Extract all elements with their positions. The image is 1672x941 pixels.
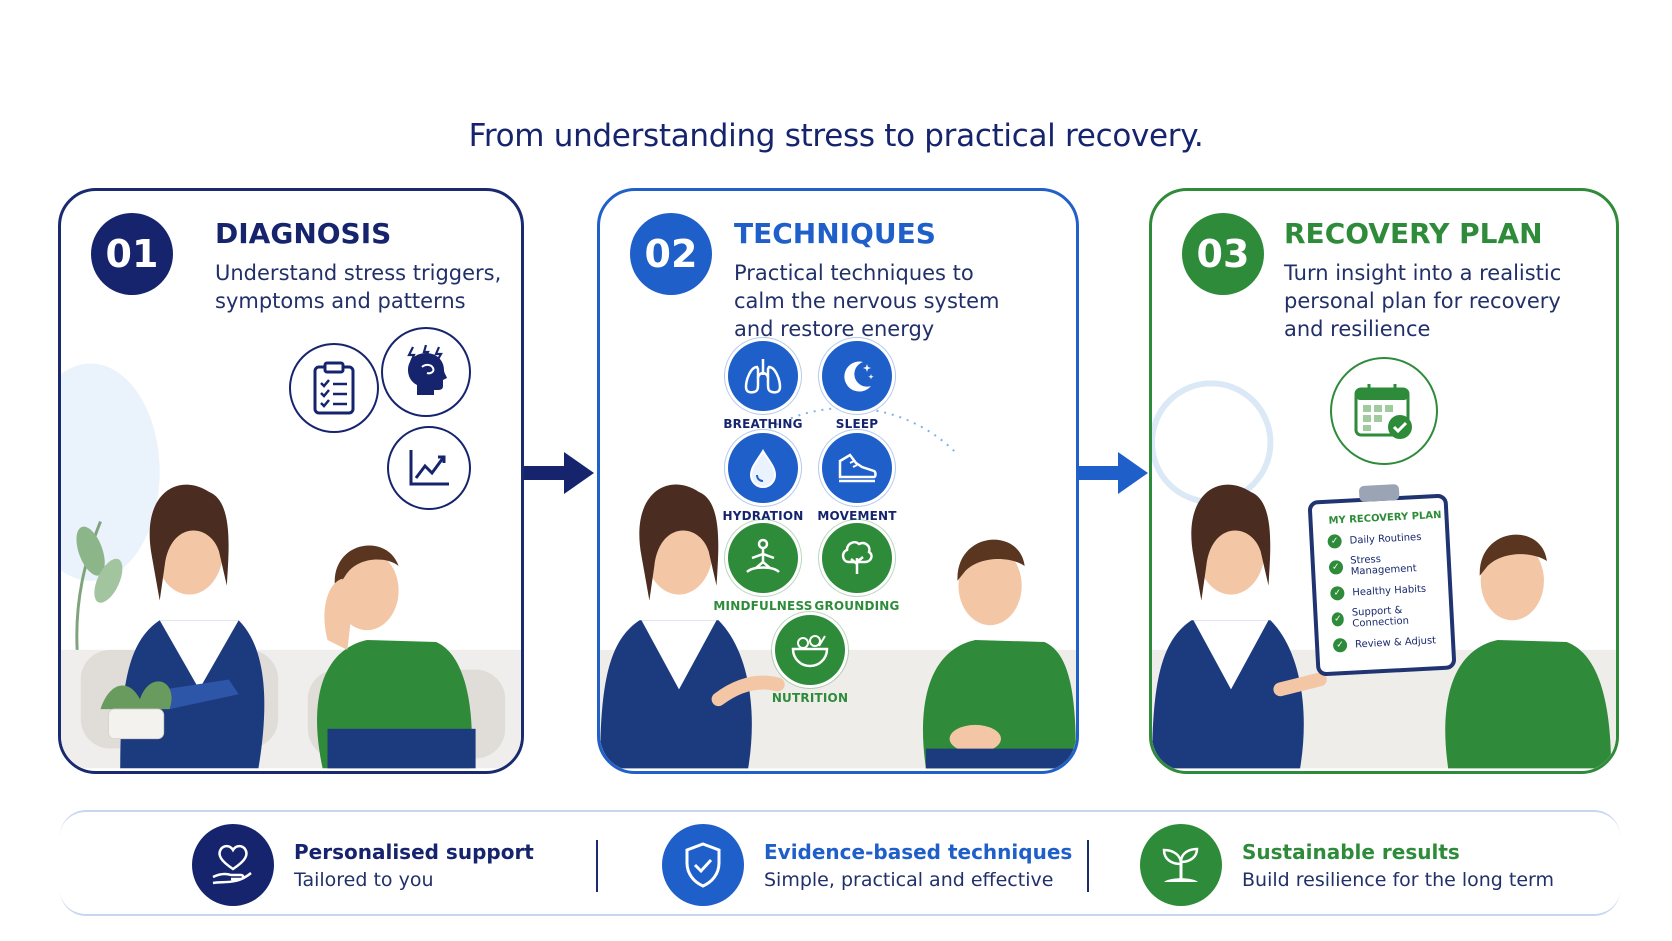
shoe-icon	[822, 433, 892, 503]
technique-movement: MOVEMENT	[802, 433, 912, 523]
technique-label: MOVEMENT	[817, 509, 897, 523]
step-card-diagnosis: 01 DIAGNOSIS Understand stress triggers,…	[58, 188, 524, 774]
sprout-icon	[1140, 824, 1222, 906]
step-description: Turn insight into a realistic personal p…	[1284, 261, 1562, 341]
feature-personalised-support: Personalised support Tailored to you	[192, 824, 534, 906]
technique-label: SLEEP	[835, 417, 879, 431]
plan-item: ✓ Support & Connection	[1331, 603, 1450, 631]
technique-nutrition: NUTRITION	[755, 615, 865, 705]
check-icon: ✓	[1331, 612, 1345, 627]
technique-label: NUTRITION	[771, 691, 849, 705]
headline: From understanding stress to practical r…	[468, 118, 1204, 154]
plan-item-label: Healthy Habits	[1352, 583, 1427, 599]
tree-icon	[822, 523, 892, 593]
water-drop-icon	[728, 433, 798, 503]
step-card-recovery-plan: 03 RECOVERY PLAN Turn insight into a rea…	[1149, 188, 1619, 774]
plan-item: ✓ Review & Adjust	[1332, 632, 1452, 653]
plan-item-label: Daily Routines	[1349, 531, 1422, 547]
arrow-right-icon	[524, 452, 594, 494]
recovery-plan-scene	[1152, 380, 1616, 769]
feature-subtitle: Build resilience for the long term	[1242, 868, 1555, 891]
step-title: TECHNIQUES	[734, 217, 936, 250]
plan-item-label: Stress Management	[1349, 554, 1417, 578]
feature-title: Evidence-based techniques	[764, 839, 1073, 864]
step-description: Understand stress triggers, symptoms and…	[215, 261, 502, 313]
plan-item-label: Support & Connection	[1351, 604, 1410, 630]
technique-grounding: GROUNDING	[802, 523, 912, 613]
feature-subtitle: Simple, practical and effective	[764, 868, 1054, 891]
step-title: DIAGNOSIS	[215, 217, 392, 250]
feature-evidence-based: Evidence-based techniques Simple, practi…	[662, 824, 1072, 906]
check-icon: ✓	[1332, 637, 1348, 653]
step-number-badge: 01	[91, 213, 173, 295]
divider	[1087, 840, 1089, 892]
meditation-icon	[728, 523, 798, 593]
feature-title: Sustainable results	[1242, 839, 1460, 864]
head-stress-icon	[381, 327, 471, 417]
step-title: RECOVERY PLAN	[1284, 217, 1543, 250]
feature-subtitle: Tailored to you	[294, 868, 434, 891]
technique-label: MINDFULNESS	[713, 599, 813, 613]
technique-breathing: BREATHING	[708, 341, 818, 431]
divider	[596, 840, 598, 892]
step-card-techniques: 02 TECHNIQUES Practical techniques to ca…	[597, 188, 1079, 774]
salad-bowl-icon	[775, 615, 845, 685]
feature-sustainable-results: Sustainable results Build resilience for…	[1140, 824, 1554, 906]
plan-item-list: ✓Daily Routines✓Stress Management✓Health…	[1313, 529, 1451, 654]
step-number-badge: 03	[1182, 213, 1264, 295]
calendar-check-icon	[1330, 357, 1438, 465]
technique-hydration: HYDRATION	[708, 433, 818, 523]
feature-title: Personalised support	[294, 839, 534, 864]
heart-hand-icon	[192, 824, 274, 906]
plan-title: MY RECOVERY PLAN	[1328, 509, 1442, 527]
arrow-right-icon	[1078, 452, 1148, 494]
check-icon: ✓	[1330, 585, 1345, 601]
trend-chart-icon	[387, 426, 471, 510]
plan-item: ✓ Healthy Habits	[1330, 581, 1449, 601]
technique-label: BREATHING	[723, 417, 803, 431]
check-icon: ✓	[1327, 534, 1343, 549]
moon-icon	[822, 341, 892, 411]
shield-check-icon	[662, 824, 744, 906]
plan-item: ✓ Stress Management	[1328, 551, 1447, 579]
technique-sleep: SLEEP	[802, 341, 912, 431]
check-icon: ✓	[1328, 560, 1343, 575]
consultation-scene	[61, 363, 521, 769]
recovery-plan-clipboard: MY RECOVERY PLAN ✓Daily Routines✓Stress …	[1307, 483, 1457, 677]
technique-label: HYDRATION	[722, 509, 804, 523]
step-description: Practical techniques to calm the nervous…	[734, 261, 1000, 341]
features-strip: Personalised support Tailored to you Evi…	[60, 810, 1620, 916]
clipboard-clip	[1358, 483, 1400, 503]
lungs-icon	[728, 341, 798, 411]
technique-label: GROUNDING	[814, 599, 900, 613]
step-number-badge: 02	[630, 213, 712, 295]
plan-item: ✓ Daily Routines	[1327, 529, 1446, 549]
clipboard-checklist-icon	[289, 343, 379, 433]
plan-item-label: Review & Adjust	[1354, 634, 1437, 650]
technique-mindfulness: MINDFULNESS	[708, 523, 818, 613]
